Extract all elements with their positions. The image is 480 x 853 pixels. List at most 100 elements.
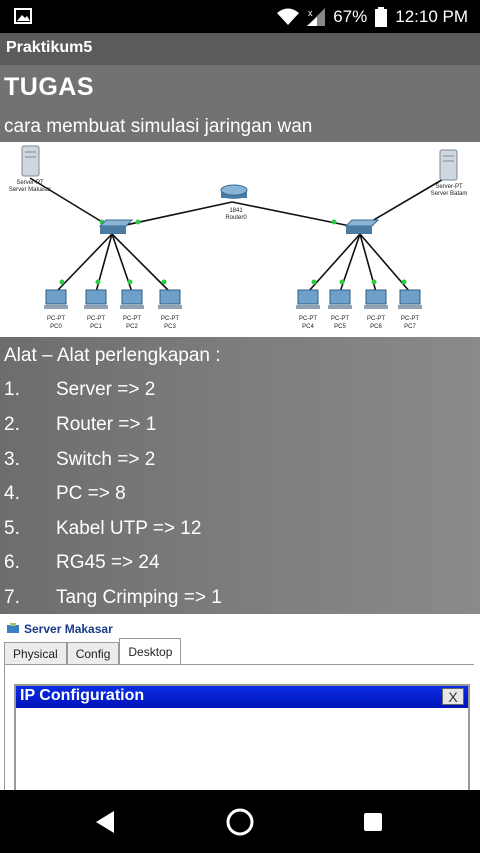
navigation-bar [0, 790, 480, 853]
pc-type-label: PC-PT [47, 316, 65, 322]
pc-base-icon [120, 305, 144, 309]
pc-type-label: PC-PT [299, 316, 317, 322]
pc-node: PC-PT PC5 [328, 289, 352, 330]
pc-name-label: PC3 [164, 324, 176, 330]
pc-base-icon [364, 305, 388, 309]
signal-icon: x [307, 8, 326, 26]
pc-type-label: PC-PT [87, 316, 105, 322]
pc-name-label: PC0 [50, 324, 62, 330]
server-right-type: Server-PT [435, 184, 463, 190]
pc-monitor-icon [297, 289, 319, 305]
list-number: 7. [4, 587, 20, 608]
pc-base-icon [44, 305, 68, 309]
pc-monitor-icon [85, 289, 107, 305]
pc-base-icon [158, 305, 182, 309]
server-batam-node: Server-PT Server Batam [431, 149, 468, 197]
battery-percent: 67% [333, 7, 368, 26]
server-makasar-node: Server-PT Server Makasar [9, 145, 51, 193]
list-number: 4. [4, 483, 20, 504]
wifi-icon [277, 8, 300, 25]
pc-name-label: PC7 [404, 324, 416, 330]
window-title: Server Makasar [6, 622, 113, 636]
list-item: 7. Tang Crimping => 1 [0, 587, 480, 621]
list-item: 3. Switch => 2 [0, 449, 480, 483]
pc-type-label: PC-PT [161, 316, 179, 322]
pc-node: PC-PT PC4 [296, 289, 320, 330]
packet-tracer-screenshot: Server Makasar Physical Config Desktop I… [0, 614, 480, 790]
list-item: 6. RG45 => 24 [0, 552, 480, 586]
pc-monitor-icon [45, 289, 67, 305]
recents-icon[interactable] [353, 802, 393, 842]
app-bar: Praktikum5 [0, 33, 480, 65]
list-number: 3. [4, 449, 20, 470]
list-item: 4. PC => 8 [0, 483, 480, 517]
image-notification-icon [14, 8, 32, 24]
list-text: RG45 => 24 [56, 552, 160, 573]
list-number: 1. [4, 379, 20, 400]
list-text: Tang Crimping => 1 [56, 587, 222, 608]
pc-type-label: PC-PT [367, 316, 385, 322]
pc-monitor-icon [365, 289, 387, 305]
pc-name-label: PC2 [126, 324, 138, 330]
pc-base-icon [296, 305, 320, 309]
server-left-name: Server Makasar [9, 187, 51, 193]
tab-config: Config [66, 642, 120, 664]
pc-node: PC-PT PC2 [120, 289, 144, 330]
battery-icon [375, 7, 388, 27]
server-right-name: Server Batam [431, 191, 468, 197]
list-number: 6. [4, 552, 20, 573]
tab-physical: Physical [4, 642, 67, 664]
pc-monitor-icon [121, 289, 143, 305]
list-text: Kabel UTP => 12 [56, 518, 202, 539]
page-title: TUGAS [4, 73, 94, 101]
pc-monitor-icon [329, 289, 351, 305]
svg-text:x: x [308, 8, 313, 18]
pc-node: PC-PT PC7 [398, 289, 422, 330]
list-text: PC => 8 [56, 483, 126, 504]
list-item: 2. Router => 1 [0, 414, 480, 448]
status-bar: x 67% 12:10 PM [0, 0, 480, 33]
window-title-text: Server Makasar [24, 622, 113, 636]
network-diagram: Server-PT Server Makasar Server-PT Serve… [0, 142, 480, 338]
pc-name-label: PC5 [334, 324, 346, 330]
list-number: 5. [4, 518, 20, 539]
document-content[interactable]: TUGAS cara membuat simulasi jaringan wan [0, 65, 480, 790]
router-name: Router0 [225, 215, 247, 221]
switch-right-node [344, 219, 380, 234]
pc-monitor-icon [159, 289, 181, 305]
server-app-icon [7, 623, 19, 633]
list-item: 1. Server => 2 [0, 379, 480, 413]
clock: 12:10 PM [395, 7, 468, 26]
pc-name-label: PC4 [302, 324, 314, 330]
ip-configuration-title: IP Configuration [16, 686, 468, 708]
alat-section: Alat – Alat perlengkapan : 1. Server => … [0, 337, 480, 614]
pc-base-icon [398, 305, 422, 309]
list-number: 2. [4, 414, 20, 435]
home-icon[interactable] [220, 802, 260, 842]
pc-node: PC-PT PC0 [44, 289, 68, 330]
pc-type-label: PC-PT [401, 316, 419, 322]
back-icon[interactable] [86, 802, 126, 842]
pc-monitor-icon [399, 289, 421, 305]
ip-configuration-panel: IP Configuration X [14, 684, 470, 790]
pc-node: PC-PT PC3 [158, 289, 182, 330]
alat-heading: Alat – Alat perlengkapan : [4, 345, 221, 366]
window-tabs: Physical Config Desktop [4, 638, 182, 664]
pc-node: PC-PT PC6 [364, 289, 388, 330]
router-model: 1841 [229, 208, 243, 214]
router-node: 1841 Router0 [220, 184, 248, 221]
pc-base-icon [328, 305, 352, 309]
page-subtitle: cara membuat simulasi jaringan wan [4, 116, 313, 137]
switch-left-node [98, 219, 134, 234]
app-title: Praktikum5 [6, 39, 93, 56]
pc-type-label: PC-PT [123, 316, 141, 322]
tab-desktop: Desktop [119, 638, 182, 664]
close-icon: X [442, 688, 464, 705]
pc-base-icon [84, 305, 108, 309]
list-text: Switch => 2 [56, 449, 156, 470]
list-text: Router => 1 [56, 414, 157, 435]
pc-type-label: PC-PT [331, 316, 349, 322]
server-left-type: Server-PT [16, 180, 44, 186]
pc-name-label: PC6 [370, 324, 382, 330]
